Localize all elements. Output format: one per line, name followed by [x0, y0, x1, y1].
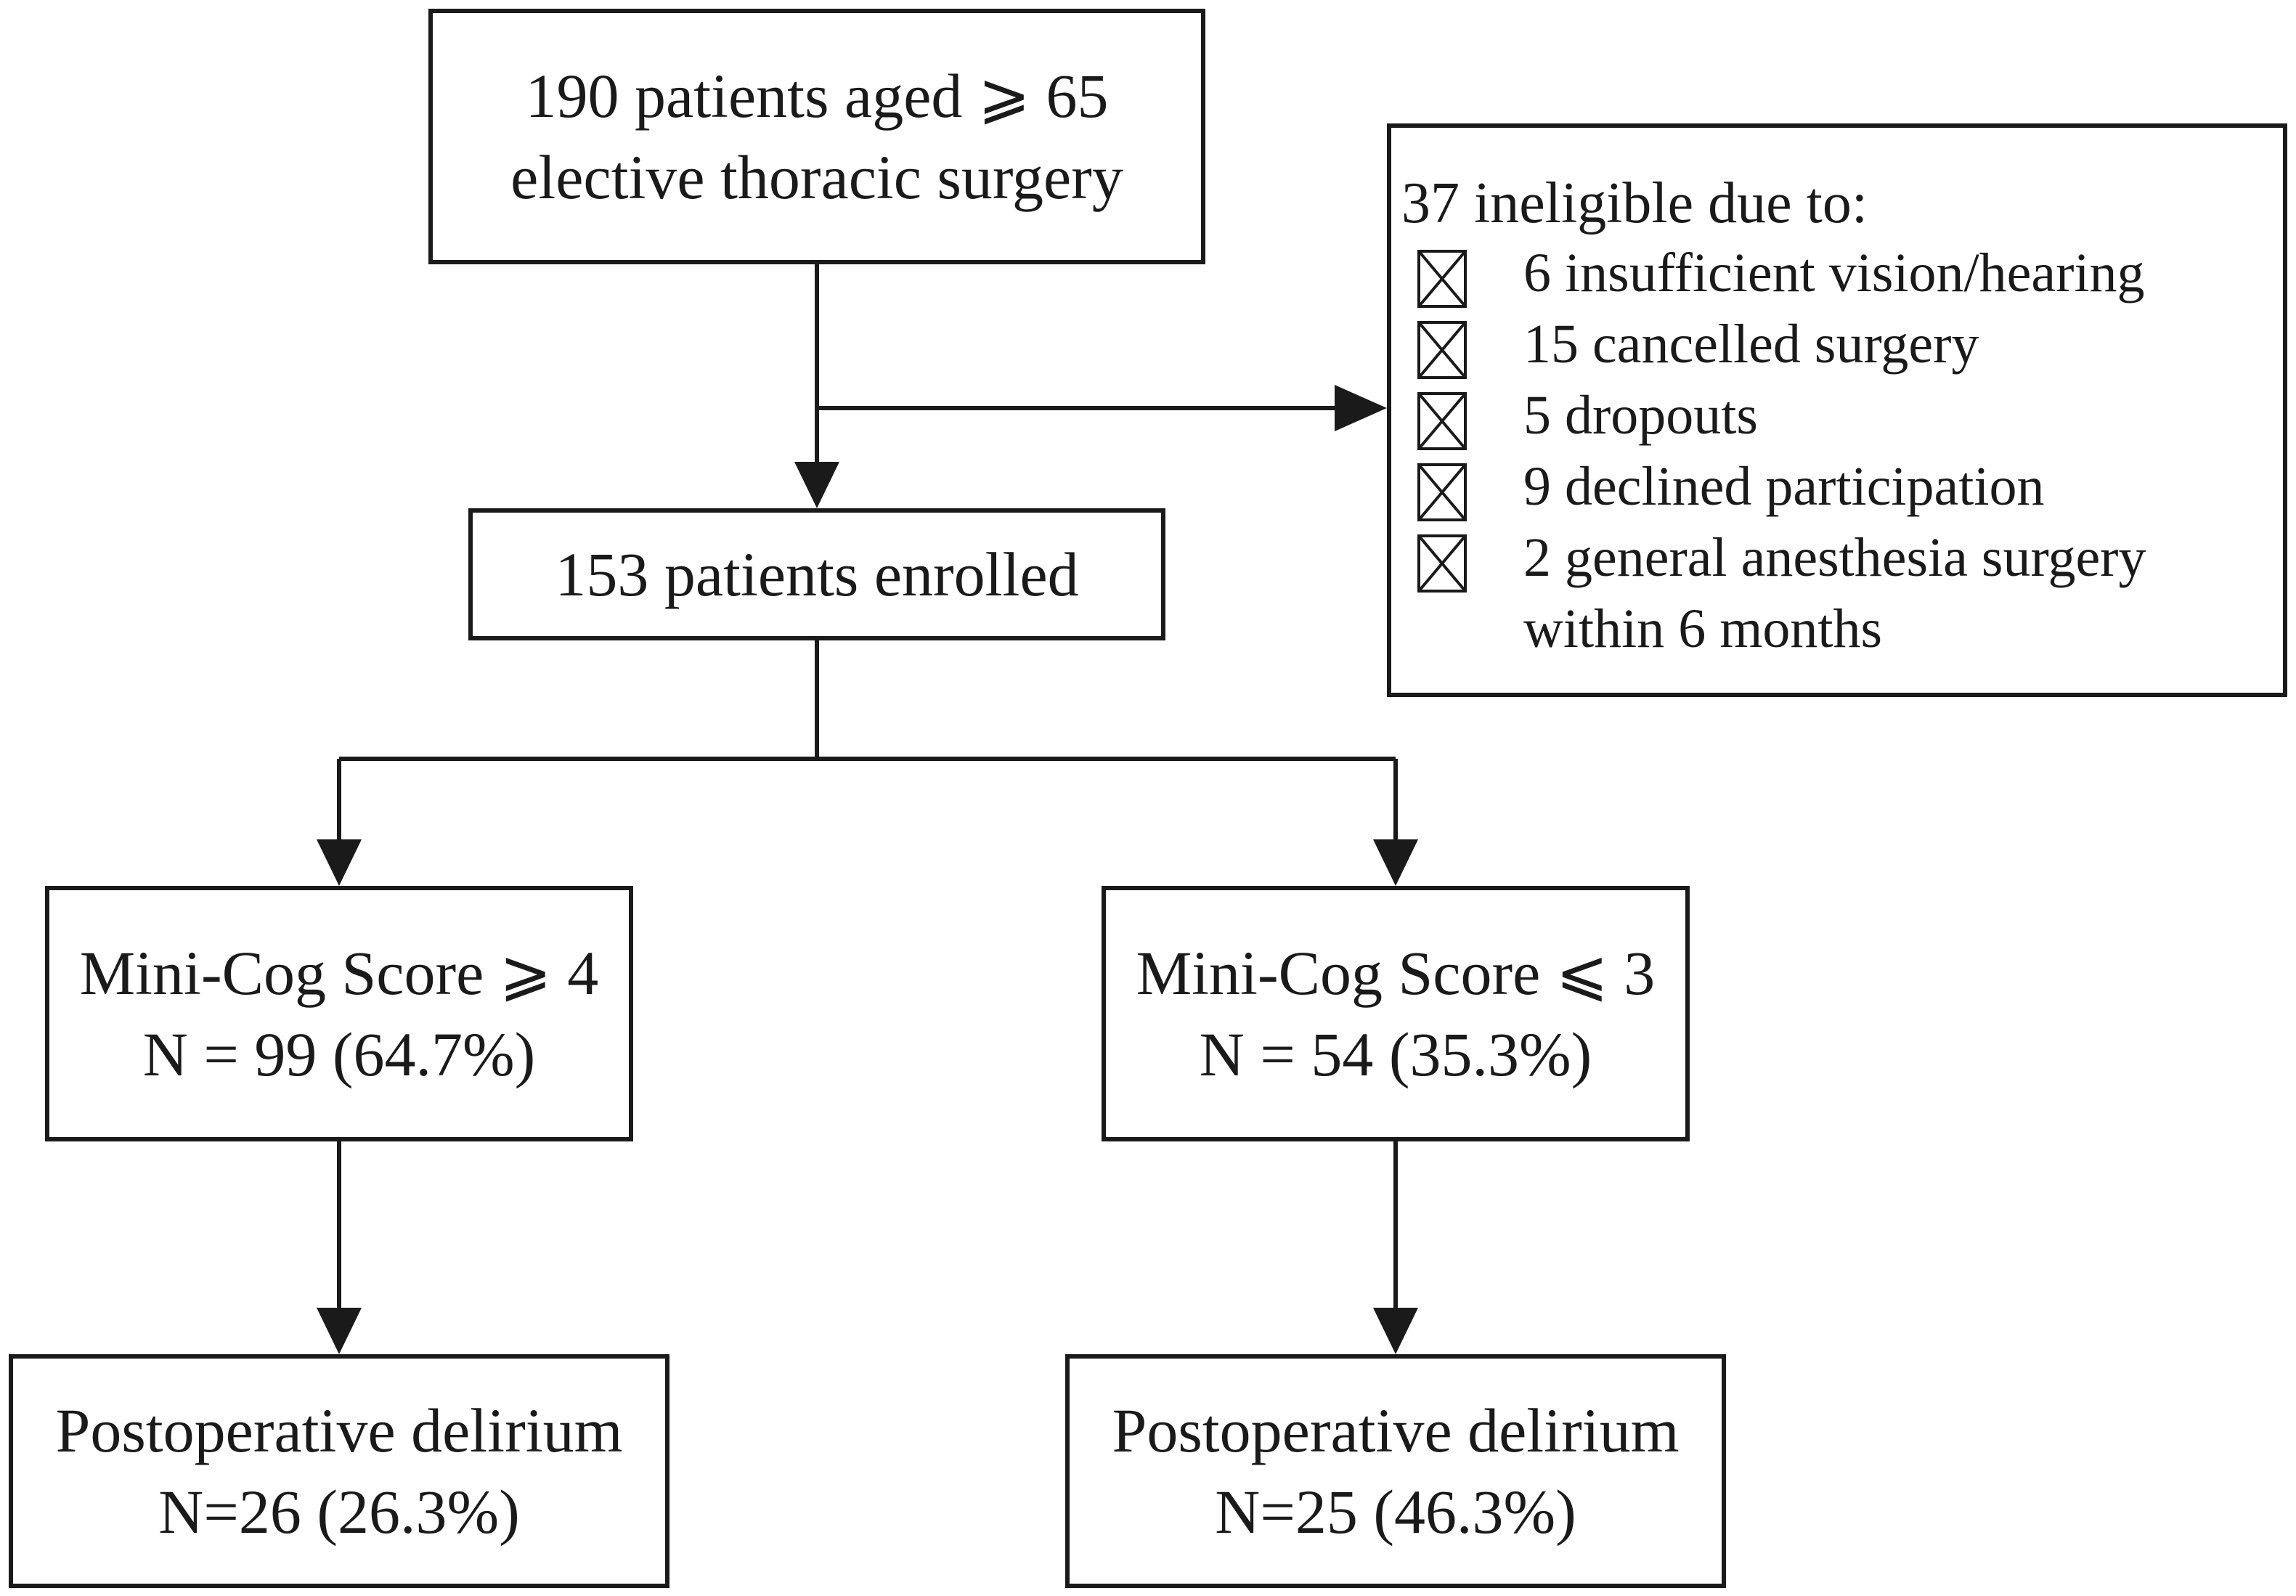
boxed-x-icon — [1417, 392, 1467, 450]
screened-line-1: 190 patients aged ⩾ 65 — [525, 61, 1109, 131]
screened-patients-box: 190 patients aged ⩾ 65 elective thoracic… — [428, 9, 1205, 264]
exclusion-reason-text: 5 dropouts — [1523, 385, 1758, 446]
group-high-count: N = 99 (64.7%) — [142, 1019, 536, 1089]
exclusion-reason: 15 cancelled surgery — [1401, 309, 2283, 380]
exclusion-reason-continuation: within 6 months — [1523, 598, 1883, 659]
arrowhead-down-outcome-low — [1373, 1308, 1418, 1354]
outcome-low-count: N=25 (46.3%) — [1215, 1477, 1576, 1547]
arrowhead-down-group-low — [1373, 839, 1418, 886]
exclusion-reason: 6 insufficient vision/hearing — [1401, 238, 2283, 309]
delirium-outcome-high-box: Postoperative delirium N=26 (26.3%) — [9, 1354, 669, 1588]
group-low-count: N = 54 (35.3%) — [1199, 1019, 1592, 1089]
outcome-high-count: N=26 (26.3%) — [158, 1477, 520, 1547]
exclusion-reason: 5 dropouts — [1401, 380, 2283, 452]
enrolled-label: 153 patients enrolled — [555, 540, 1079, 609]
mini-cog-high-group-box: Mini-Cog Score ⩾ 4 N = 99 (64.7%) — [45, 886, 633, 1141]
arrowhead-right-exclusions — [1335, 385, 1387, 431]
boxed-x-icon — [1417, 463, 1467, 521]
outcome-high-label: Postoperative delirium — [55, 1396, 623, 1465]
group-high-criterion: Mini-Cog Score ⩾ 4 — [79, 938, 599, 1008]
enrolled-patients-box: 153 patients enrolled — [468, 508, 1165, 640]
mini-cog-low-group-box: Mini-Cog Score ⩽ 3 N = 54 (35.3%) — [1102, 886, 1690, 1141]
exclusion-reason-text: 2 general anesthesia surgery — [1523, 527, 2146, 588]
exclusions-header: 37 ineligible due to: — [1401, 171, 1868, 235]
arrowhead-down-group-high — [317, 839, 362, 886]
exclusion-reason-text: 6 insufficient vision/hearing — [1523, 243, 2145, 304]
arrowhead-down-outcome-high — [317, 1308, 362, 1354]
exclusion-reason-text: 9 declined participation — [1523, 456, 2045, 517]
exclusion-reason-text: 15 cancelled surgery — [1523, 314, 1979, 375]
outcome-low-label: Postoperative delirium — [1112, 1396, 1680, 1465]
delirium-outcome-low-box: Postoperative delirium N=25 (46.3%) — [1065, 1354, 1726, 1588]
boxed-x-icon — [1417, 534, 1467, 593]
boxed-x-icon — [1417, 321, 1467, 379]
group-low-criterion: Mini-Cog Score ⩽ 3 — [1136, 938, 1656, 1008]
exclusion-reason: 9 declined participation — [1401, 452, 2283, 523]
arrowhead-down-enrolled — [794, 462, 839, 508]
boxed-x-icon — [1417, 250, 1467, 308]
exclusions-box: 37 ineligible due to: 6 insufficient vis… — [1387, 123, 2287, 697]
screened-line-2: elective thoracic surgery — [510, 142, 1123, 212]
exclusion-reason-list: 6 insufficient vision/hearing 15 cancell… — [1401, 238, 2283, 664]
exclusion-reason: 2 general anesthesia surgery — [1401, 523, 2283, 594]
